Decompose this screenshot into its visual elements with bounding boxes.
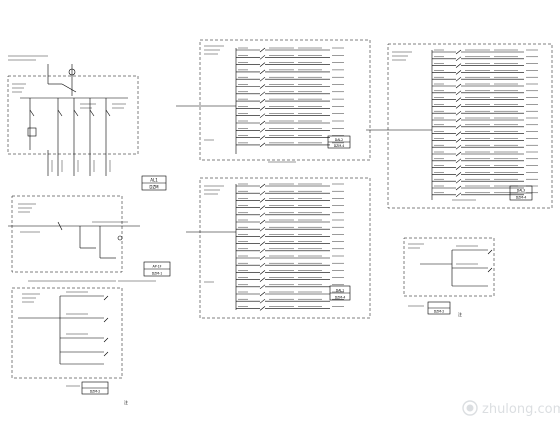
circuit-row xyxy=(236,226,344,232)
dal3-circuit-rows xyxy=(432,49,538,198)
circuit-row xyxy=(236,241,344,246)
circuit-row xyxy=(236,212,344,218)
circuit-row xyxy=(236,47,344,53)
bl1-note: 注 xyxy=(124,399,128,405)
bl1-panel: DZM-2 注 xyxy=(11,287,128,405)
circuit-row xyxy=(432,56,538,62)
circuit-row xyxy=(236,277,344,282)
circuit-row xyxy=(236,84,344,89)
dal1-panel: DAL1 DZM-4 xyxy=(186,177,371,319)
circuit-row xyxy=(236,248,344,254)
circuit-row xyxy=(432,192,538,198)
dal2-panel: DAL2 DZM-4 xyxy=(176,39,371,163)
circuit-row xyxy=(432,131,538,136)
circuit-row xyxy=(432,165,538,170)
circuit-row xyxy=(236,298,344,304)
circuit-row xyxy=(432,117,538,123)
circuit-row xyxy=(432,63,538,68)
circuit-row xyxy=(236,98,344,104)
circuit-row xyxy=(236,284,344,290)
circuit-row xyxy=(236,76,344,82)
circuit-row xyxy=(432,97,538,102)
circuit-row xyxy=(432,151,538,157)
circuit-row xyxy=(236,113,344,118)
circuit-row xyxy=(236,234,344,239)
dal3-label-a: DAL3 xyxy=(517,189,525,193)
circuit-row xyxy=(236,62,344,67)
circuit-row xyxy=(432,104,538,109)
right-bottom-label: DZM-2 xyxy=(434,310,445,314)
circuit-row xyxy=(236,91,344,97)
circuit-row xyxy=(236,142,344,148)
circuit-row xyxy=(236,120,344,126)
circuit-row xyxy=(432,83,538,89)
circuit-row xyxy=(236,306,344,311)
ap1-panel: AP-1F DZM-1 xyxy=(8,195,171,282)
circuit-row xyxy=(236,205,344,210)
circuit-row xyxy=(432,158,538,164)
circuit-row xyxy=(432,138,538,143)
circuit-row xyxy=(432,124,538,130)
circuit-row xyxy=(432,90,538,96)
dal1-label-b: DZM-4 xyxy=(335,296,346,300)
circuit-row xyxy=(236,219,344,225)
main-panel-label-b: DZM xyxy=(149,185,159,190)
circuit-row xyxy=(236,270,344,275)
circuit-row xyxy=(236,135,344,140)
circuit-row xyxy=(432,110,538,116)
circuit-row xyxy=(432,144,538,150)
watermark-text: zhulong.com xyxy=(482,402,560,417)
right-bottom-panel: DZM-2 注 xyxy=(403,237,495,317)
circuit-row xyxy=(236,69,344,75)
circuit-row xyxy=(432,49,538,55)
circuit-row xyxy=(432,76,538,82)
circuit-row xyxy=(236,190,344,196)
dal1-circuit-rows xyxy=(236,183,344,311)
main-panel-label-a: AL1 xyxy=(150,178,158,183)
dal1-label-a: DAL1 xyxy=(336,289,344,293)
circuit-row xyxy=(236,183,344,189)
circuit-row xyxy=(236,55,344,60)
zhulong-watermark: zhulong.com xyxy=(462,400,560,417)
circuit-row xyxy=(432,172,538,177)
circuit-row xyxy=(236,291,344,297)
circuit-row xyxy=(236,255,344,261)
main-distribution-panel: AL1 DZM xyxy=(7,55,167,191)
dal3-label-b: DZM-4 xyxy=(516,196,527,200)
ap1-label-a: AP-1F xyxy=(152,265,161,269)
circuit-row xyxy=(432,178,538,184)
right-bottom-note: 注 xyxy=(458,311,462,317)
circuit-row xyxy=(236,106,344,111)
ap1-label-b: DZM-1 xyxy=(152,272,163,276)
dal2-label-a: DAL2 xyxy=(335,138,343,142)
circuit-row xyxy=(432,70,538,75)
dal2-circuit-rows xyxy=(236,47,344,148)
circuit-row xyxy=(236,128,344,133)
bl1-label: DZM-2 xyxy=(90,390,101,394)
circuit-row xyxy=(236,198,344,203)
circuit-row xyxy=(236,262,344,268)
circuit-row xyxy=(432,185,538,191)
dal2-label-b: DZM-4 xyxy=(334,144,345,148)
dal3-panel: DAL3 DZM-4 xyxy=(366,43,553,209)
